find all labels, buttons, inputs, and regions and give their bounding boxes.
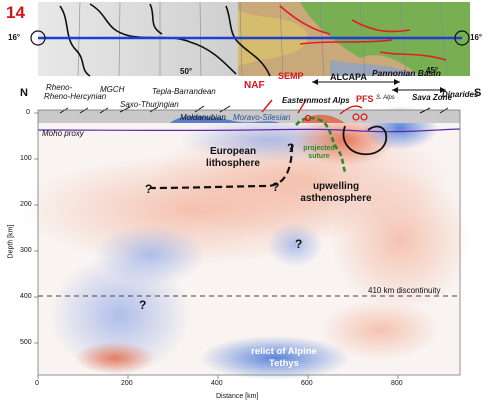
projected-suture-line — [295, 116, 348, 175]
panel-number: 14 — [6, 3, 25, 22]
y-axis-label: Depth [km] — [7, 224, 15, 259]
map-lat-label-50: 50° — [180, 67, 193, 76]
surface-thrusts — [59, 105, 449, 114]
label-relict-alpine-tethys: relict of Alpine Tethys — [251, 346, 317, 369]
region-rheno-hercynian-1: Rheno- — [46, 83, 73, 92]
map-lon-left: 16° — [8, 33, 21, 42]
profile-end-marker — [454, 30, 470, 46]
x-tick-0: 0 — [35, 380, 39, 387]
region-moldanubian: Moldanubian — [180, 113, 226, 122]
map-blue-unit — [330, 60, 420, 76]
x-tick-800: 800 — [391, 380, 403, 387]
region-pannonian-basin: Pannonian Basin — [372, 68, 441, 78]
map-lon-right: 16° — [470, 33, 483, 42]
region-saxo-thuringian: Saxo-Thuringian — [120, 100, 179, 109]
lithosphere-base-dashed — [149, 144, 294, 190]
x-ticks — [37, 375, 399, 379]
label-410-discontinuity: 410 km discontinuity — [368, 286, 441, 295]
region-mgch: MGCH — [100, 85, 125, 94]
slow-anomaly-deep-west — [75, 342, 155, 374]
pannonian-arrowheads — [392, 87, 446, 93]
x-tick-600: 600 — [301, 380, 313, 387]
unknown-marker-4: ? — [295, 237, 303, 251]
slab-outline — [342, 125, 388, 156]
crust-fast-patch — [170, 115, 280, 123]
map-lat-label-45: 45° — [426, 66, 439, 75]
y-ticks — [34, 112, 38, 344]
region-easternmost-alps: Easternmost Alps — [282, 96, 350, 105]
label-european-lithosphere: European lithosphere — [206, 146, 260, 169]
y-tick-100: 100 — [20, 155, 32, 162]
moho-proxy-label: Moho proxy — [42, 129, 84, 138]
location-map — [30, 1, 470, 77]
fast-anomaly-mid — [267, 223, 323, 267]
label-upwelling-asthenosphere: upwelling asthenosphere — [300, 181, 372, 204]
region-rheno-hercynian: Rheno-Hercynian — [44, 92, 107, 101]
y-tick-200: 200 — [20, 201, 32, 208]
label-projected-suture: projected suture — [303, 145, 335, 160]
y-tick-400: 400 — [20, 293, 32, 300]
terrane-alcapa: ALCAPA — [330, 72, 367, 82]
region-tepla-barrandean: Tepla-Barrandean — [152, 87, 216, 96]
unknown-marker-5: ? — [139, 298, 147, 312]
axes-frame — [37, 109, 461, 376]
unknown-marker-2: ? — [272, 180, 280, 194]
section-south-end: S — [474, 87, 482, 99]
region-moravo-silesian: Moravo-Silesian — [233, 113, 291, 122]
fault-circles — [304, 113, 368, 122]
slow-anomaly-south — [330, 170, 470, 310]
region-s-alps: S. Alps — [376, 95, 395, 101]
x-tick-200: 200 — [121, 380, 133, 387]
fast-anomaly-tethys — [200, 336, 350, 380]
x-tick-400: 400 — [211, 380, 223, 387]
section-north-end: N — [20, 87, 28, 99]
fast-anomaly-west-upper — [95, 225, 205, 285]
y-tick-300: 300 — [20, 247, 32, 254]
region-sava-zone: Sava Zone — [412, 93, 453, 102]
y-tick-0: 0 — [26, 109, 30, 116]
y-tick-500: 500 — [20, 339, 32, 346]
fault-naf: NAF — [244, 80, 265, 91]
unknown-marker-3: ? — [287, 141, 295, 155]
fault-pfs: PFS — [356, 94, 374, 104]
x-axis-label: Distance [km] — [216, 393, 259, 400]
fast-anomaly-west — [50, 255, 190, 375]
slow-anomaly-deep-east — [320, 300, 440, 360]
region-dinarides: Dinarides — [442, 90, 479, 99]
unknown-marker-1: ? — [145, 182, 153, 196]
profile-start-marker — [30, 30, 46, 46]
map-faults — [279, 5, 447, 61]
fault-semp: SEMP — [278, 71, 304, 81]
moho-line — [37, 128, 461, 133]
